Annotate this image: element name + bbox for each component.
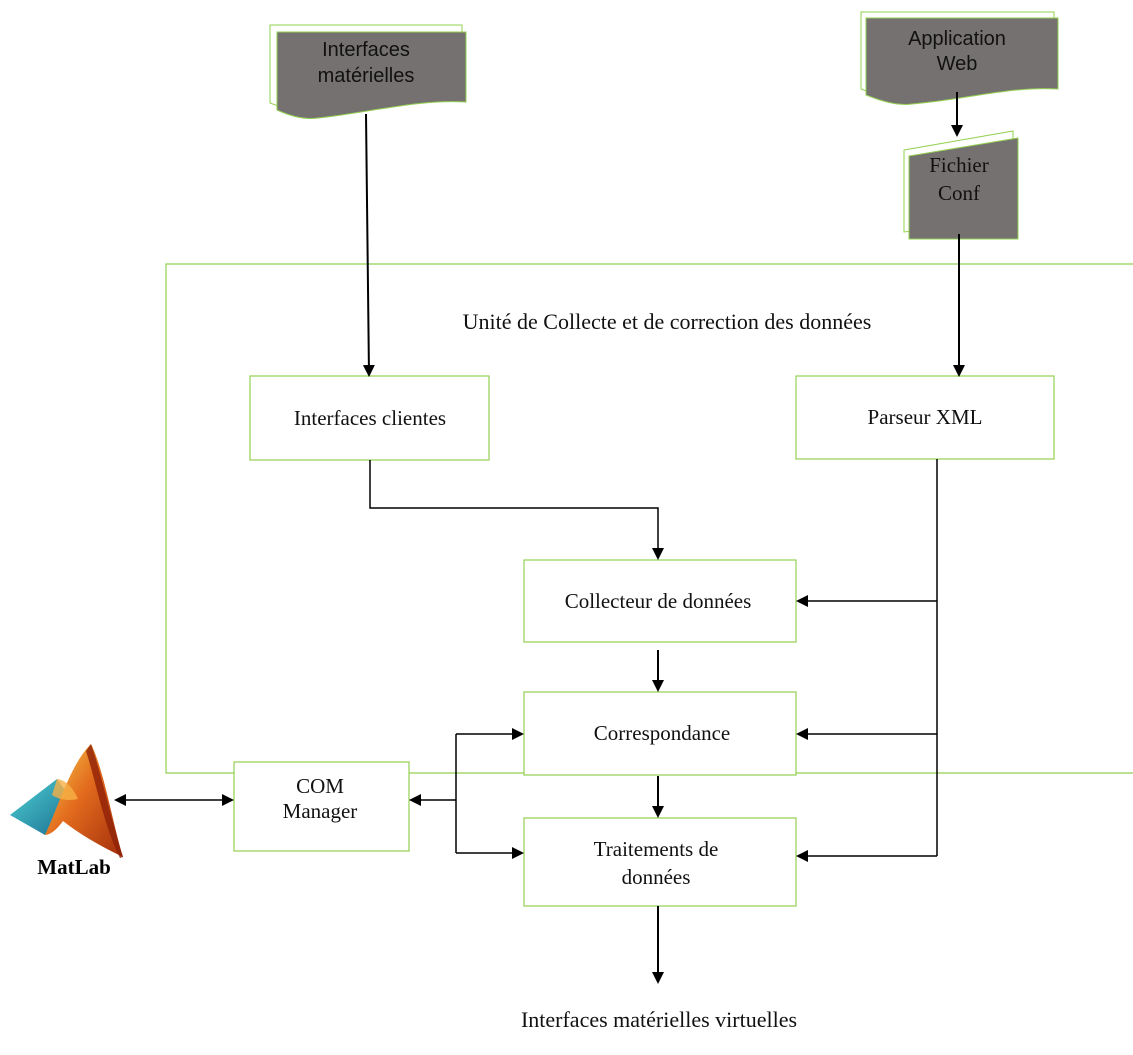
web-application-line1: Application xyxy=(908,28,1006,50)
web-application-document: Application Web xyxy=(860,11,1059,105)
hardware-interfaces-line2: matérielles xyxy=(318,65,415,87)
client-interfaces-node: Interfaces clientes xyxy=(249,375,490,461)
hardware-to-client-arrow xyxy=(362,113,375,377)
client-interfaces-label: Interfaces clientes xyxy=(294,406,446,430)
data-collection-unit-title: Unité de Collecte et de correction des d… xyxy=(463,309,872,334)
data-processing-line2: données xyxy=(622,865,691,889)
data-processing-node: Traitements de données xyxy=(523,817,797,907)
client-to-collector-connector xyxy=(369,460,664,560)
hardware-interfaces-line1: Interfaces xyxy=(322,39,410,61)
com-manager-line1: COM xyxy=(296,774,344,798)
config-file-document: Fichier Conf xyxy=(903,130,1019,240)
com-manager-line2: Manager xyxy=(283,799,358,823)
xml-parser-node: Parseur XML xyxy=(795,375,1055,460)
hardware-interfaces-document: Interfaces matérielles xyxy=(269,24,467,119)
config-file-line1: Fichier xyxy=(929,153,988,177)
com-manager-node: COM Manager xyxy=(233,761,410,852)
xml-parser-label: Parseur XML xyxy=(868,405,983,429)
data-collector-node: Collecteur de données xyxy=(523,559,797,643)
correspondence-label: Correspondance xyxy=(594,721,730,745)
data-collector-label: Collecteur de données xyxy=(565,589,752,613)
config-file-line2: Conf xyxy=(938,181,980,205)
data-processing-line1: Traitements de xyxy=(594,837,719,861)
matlab-label: MatLab xyxy=(37,855,111,879)
web-application-line2: Web xyxy=(937,53,978,75)
correspondence-node: Correspondance xyxy=(523,691,797,776)
virtual-hardware-interfaces-label: Interfaces matérielles virtuelles xyxy=(521,1007,797,1032)
matlab-logo-icon xyxy=(10,744,123,858)
